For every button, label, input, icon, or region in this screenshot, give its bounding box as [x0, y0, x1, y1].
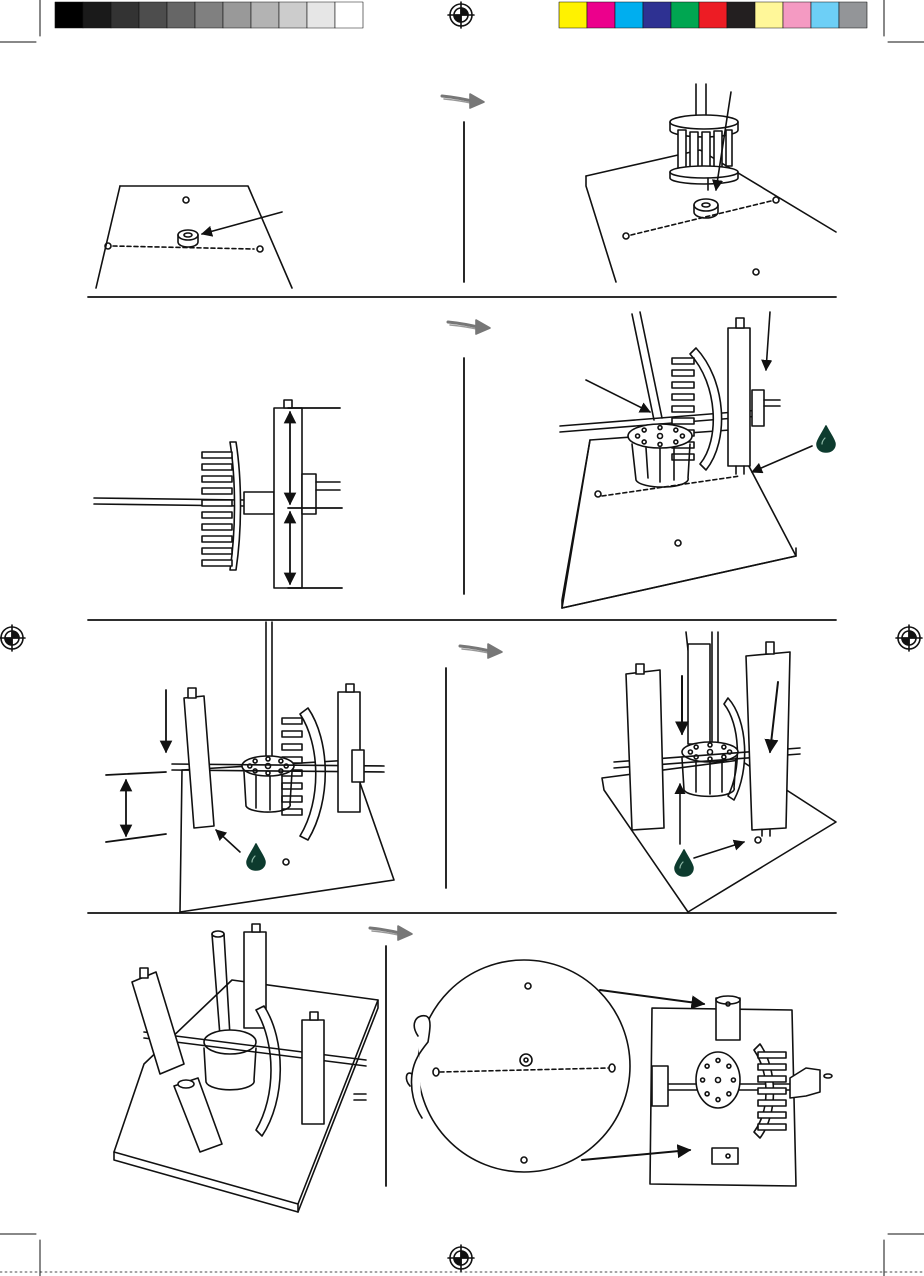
- color-swatch: [699, 2, 727, 28]
- gear-spoke: [758, 1052, 786, 1058]
- grayscale-swatch: [139, 2, 167, 28]
- step-6-front-posts-glued: [602, 632, 836, 912]
- gear-spoke: [758, 1088, 786, 1094]
- grayscale-swatch: [111, 2, 139, 28]
- color-calibration-bar: [559, 2, 867, 28]
- gear-spoke: [202, 500, 232, 506]
- gear-spoke: [758, 1076, 786, 1082]
- gear-spoke: [672, 394, 694, 400]
- registration-mark-right-icon: [896, 625, 922, 651]
- gear-spoke: [282, 796, 302, 802]
- glue-drop-icon: [247, 844, 265, 870]
- gear-spoke: [282, 744, 302, 750]
- grayscale-calibration-bar: [55, 2, 363, 28]
- grayscale-swatch: [279, 2, 307, 28]
- glue-drop-icon: [817, 426, 835, 452]
- color-swatch: [811, 2, 839, 28]
- color-swatch: [559, 2, 587, 28]
- registration-mark-top-icon: [448, 2, 474, 28]
- next-step-arrow-3-icon: [460, 644, 502, 658]
- step-1-base-with-bushing: [96, 186, 292, 288]
- gear-spoke: [282, 731, 302, 737]
- registration-mark-bottom-icon: [448, 1245, 474, 1271]
- gear-spoke: [758, 1100, 786, 1106]
- gear-spoke: [672, 358, 694, 364]
- grayscale-swatch: [83, 2, 111, 28]
- color-swatch: [615, 2, 643, 28]
- gear-spoke: [202, 452, 232, 458]
- gear-spoke: [202, 512, 232, 518]
- step-3-gear-wheel-on-axle-with-post: [94, 400, 342, 588]
- gear-spoke: [672, 382, 694, 388]
- color-swatch: [839, 2, 867, 28]
- color-swatch: [755, 2, 783, 28]
- gear-spoke: [282, 718, 302, 724]
- step-8-top-disc-and-parts: [406, 960, 832, 1186]
- registration-mark-left-icon: [0, 625, 25, 651]
- color-swatch: [643, 2, 671, 28]
- gear-spoke: [672, 370, 694, 376]
- gear-spoke: [202, 548, 232, 554]
- color-swatch: [671, 2, 699, 28]
- step-2-gear-onto-bushing: [586, 84, 836, 282]
- gear-spoke: [202, 536, 232, 542]
- grayscale-swatch: [335, 2, 363, 28]
- next-step-arrow-2-icon: [448, 320, 490, 334]
- step-7-completed-frame: [114, 924, 378, 1212]
- gear-spoke: [672, 418, 694, 424]
- gear-spoke: [758, 1112, 786, 1118]
- grayscale-swatch: [55, 2, 83, 28]
- color-swatch: [727, 2, 755, 28]
- grayscale-swatch: [223, 2, 251, 28]
- gear-spoke: [202, 488, 232, 494]
- gear-spoke: [202, 560, 232, 566]
- color-swatch: [587, 2, 615, 28]
- grayscale-swatch: [251, 2, 279, 28]
- color-swatch: [783, 2, 811, 28]
- gear-spoke: [202, 476, 232, 482]
- grayscale-swatch: [307, 2, 335, 28]
- next-step-arrow-1-icon: [442, 94, 484, 108]
- gear-spoke: [202, 464, 232, 470]
- grayscale-swatch: [195, 2, 223, 28]
- gear-spoke: [758, 1064, 786, 1070]
- gear-spoke: [202, 524, 232, 530]
- grayscale-swatch: [167, 2, 195, 28]
- gear-spoke: [672, 406, 694, 412]
- next-step-arrow-4-icon: [370, 926, 412, 940]
- step-4-assembly-glued-to-base: [560, 312, 812, 608]
- gear-spoke: [672, 454, 694, 460]
- gear-spoke: [758, 1124, 786, 1130]
